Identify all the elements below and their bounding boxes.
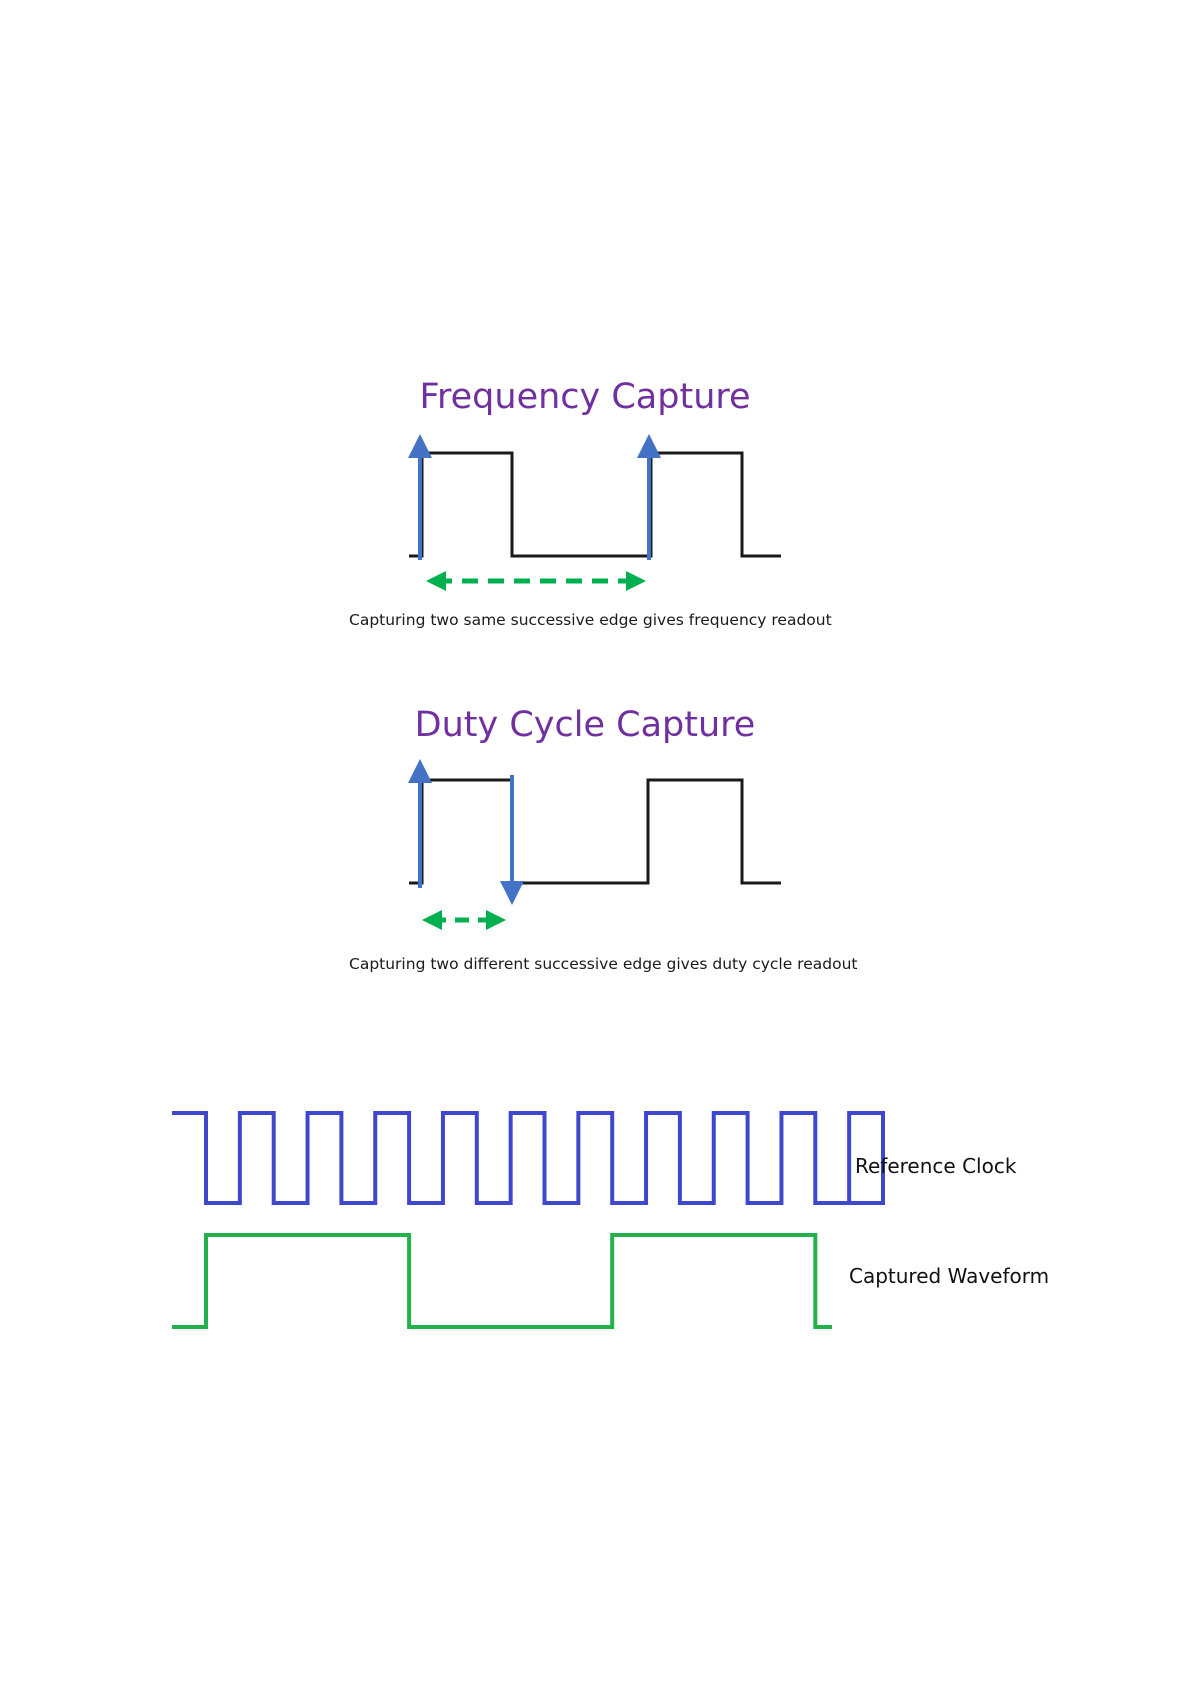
- duty-cycle-capture-waveform: [409, 780, 781, 883]
- frequency-capture-caption: Capturing two same successive edge gives…: [349, 611, 832, 629]
- duty-cycle-capture-title: Duty Cycle Capture: [415, 705, 756, 745]
- frequency-capture-waveform: [409, 453, 781, 556]
- duty-cycle-capture-section: Duty Cycle Capture Capturing two differe…: [349, 705, 857, 973]
- captured-waveform-label: Captured Waveform: [849, 1264, 1049, 1288]
- reference-clock-label: Reference Clock: [855, 1154, 1017, 1178]
- timing-diagram-section: Reference Clock Captured Waveform: [172, 1113, 1049, 1327]
- frequency-capture-section: Frequency Capture Capturing two same suc…: [349, 377, 832, 629]
- frequency-capture-title: Frequency Capture: [419, 377, 750, 417]
- duty-cycle-capture-caption: Capturing two different successive edge …: [349, 955, 857, 973]
- reference-clock-waveform: [172, 1113, 883, 1203]
- captured-waveform: [172, 1235, 832, 1327]
